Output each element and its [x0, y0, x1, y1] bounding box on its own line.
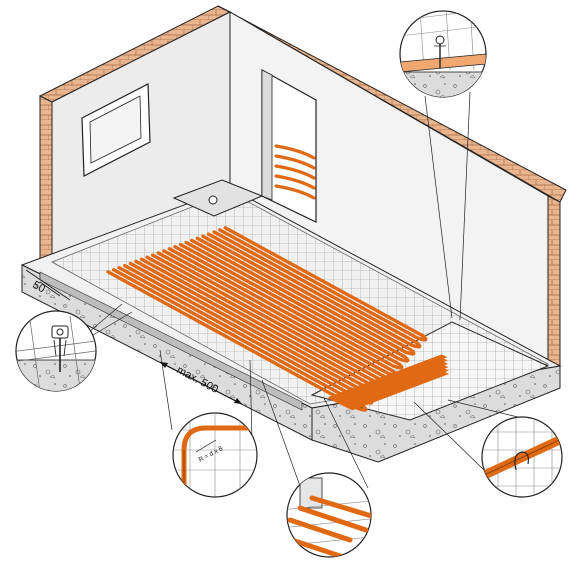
wall-insulation-strip-detail: [399, 10, 487, 98]
pipe-loop-bathroom: [332, 357, 448, 403]
pipe-loop-bathroom: [340, 364, 449, 407]
pipe-loop: [195, 234, 416, 356]
manifold-icon: [208, 195, 218, 205]
pipe-loop: [184, 238, 410, 363]
right-wall-brick-end: [547, 195, 561, 371]
pipe-loop-bathroom: [336, 361, 449, 405]
heating-pipes-bathroom: [328, 354, 450, 411]
pipe-crossing-icon: [287, 495, 371, 557]
pipe-loop: [173, 242, 404, 370]
clip-on-mesh-icon: [51, 325, 69, 372]
edge-distance-dimension: 50: [25, 269, 71, 301]
pipe-loop: [217, 226, 428, 342]
pipe-loop-bathroom: [328, 354, 448, 401]
door-pipe-crossing-detail: [286, 472, 372, 558]
pipe-loop-bathroom: [344, 367, 449, 409]
mesh-clip-detail: [15, 310, 97, 392]
pipe-bend-icon: [181, 425, 257, 493]
bend-radius-detail: R = d x 8: [172, 412, 258, 498]
pipe-loop: [206, 230, 422, 349]
left-wall-brick-edge: [39, 95, 53, 269]
door-pipes: [274, 144, 316, 200]
insulation-layer: [39, 271, 303, 411]
manifold-box: [172, 179, 264, 217]
edge-distance-label: 50: [31, 279, 47, 295]
pipe-tie-icon: [482, 431, 562, 483]
pipe-loop-bathroom: [348, 371, 450, 411]
pipe-tie-detail: [481, 416, 563, 498]
edge-insulation-icon: [400, 35, 486, 97]
